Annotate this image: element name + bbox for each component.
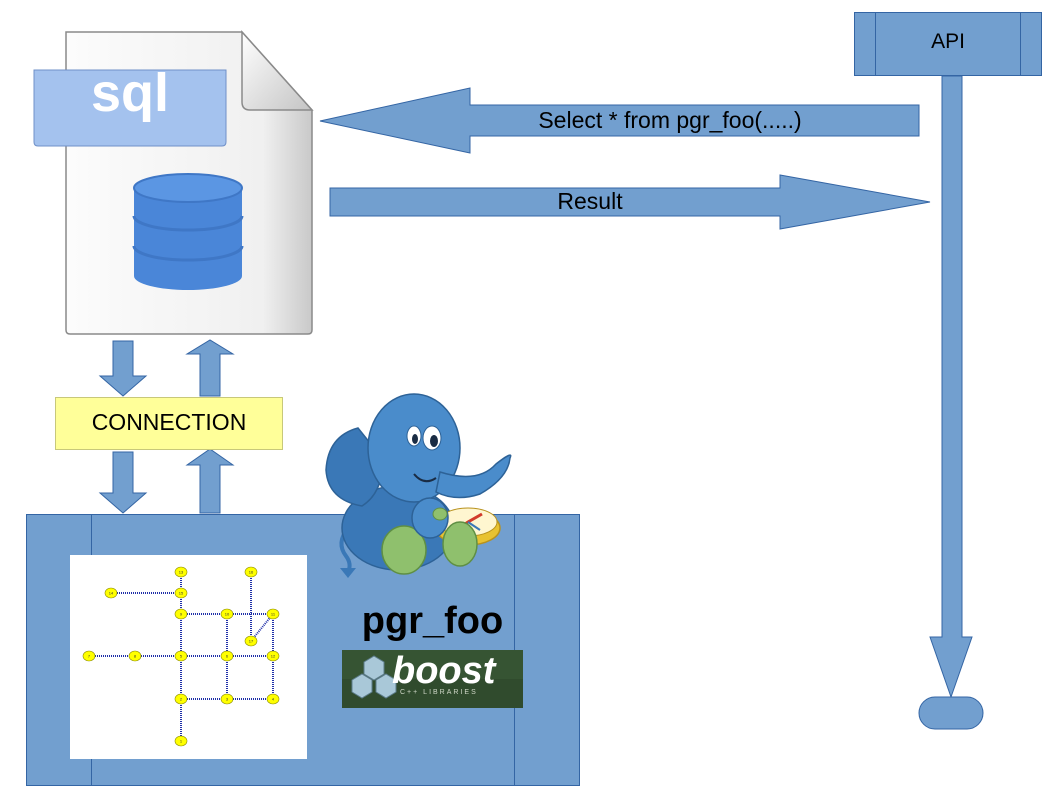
sql-file-label: sql [90, 63, 170, 123]
graph-node [174, 650, 188, 662]
graph-node-label: 1 [180, 739, 183, 744]
graph-node-label: 5 [180, 654, 183, 659]
graph-node-label: 8 [134, 654, 137, 659]
api-label: API [931, 30, 965, 53]
graph-node-label: 15 [179, 591, 184, 596]
pgr-function-label: pgr_foo [361, 600, 504, 642]
graph-node-label: 6 [226, 654, 229, 659]
graph-node-label: 11 [271, 612, 276, 617]
connection-label: CONNECTION [91, 409, 247, 435]
graph-node-label: 16 [249, 570, 254, 575]
graph-node-label: 12 [271, 654, 276, 659]
graph-node-label: 9 [180, 612, 183, 617]
graph-node [174, 587, 188, 599]
up-arrow-pgr-connection [185, 448, 235, 514]
graph-node [244, 566, 258, 578]
graph-node-label: 4 [272, 697, 275, 702]
result-arrow-label: Result [557, 188, 623, 214]
graph-node [82, 650, 96, 662]
boost-logo [342, 650, 523, 708]
graph-node [128, 650, 142, 662]
up-arrow-connection-sql [185, 339, 235, 397]
boost-logo-text: boost [392, 650, 496, 692]
graph-node-label: 3 [226, 697, 229, 702]
graph-node [174, 608, 188, 620]
graph-node [220, 650, 234, 662]
graph-node [174, 735, 188, 747]
postgresql-elephant-icon [325, 393, 512, 578]
graph-node [266, 693, 280, 705]
boost-logo-subtext: C++ LIBRARIES [400, 689, 478, 696]
graph-node-label: 14 [109, 591, 114, 596]
api-lifeline-arrow [929, 75, 973, 699]
down-arrow-connection-pgr [98, 451, 148, 514]
graph-node [104, 587, 118, 599]
sql-file-icon [33, 30, 314, 335]
api-terminator [918, 696, 984, 730]
graph-node-label: 13 [179, 570, 184, 575]
graph-node [220, 693, 234, 705]
graph-node-label: 2 [180, 697, 183, 702]
graph-node [174, 566, 188, 578]
graph-node-label: 7 [88, 654, 91, 659]
graph-node-label: 10 [225, 612, 230, 617]
graph-node [266, 608, 280, 620]
graph-node [266, 650, 280, 662]
graph-node [174, 693, 188, 705]
graph-node-label: 17 [249, 639, 254, 644]
graph-node [244, 635, 258, 647]
api-box [854, 12, 1042, 76]
query-arrow-label: Select * from pgr_foo(.....) [538, 107, 802, 133]
connection-box [55, 397, 283, 450]
down-arrow-sql-connection [98, 340, 148, 397]
result-arrow [329, 174, 931, 230]
graph-node [220, 608, 234, 620]
query-arrow [319, 87, 920, 154]
database-icon [132, 173, 244, 290]
